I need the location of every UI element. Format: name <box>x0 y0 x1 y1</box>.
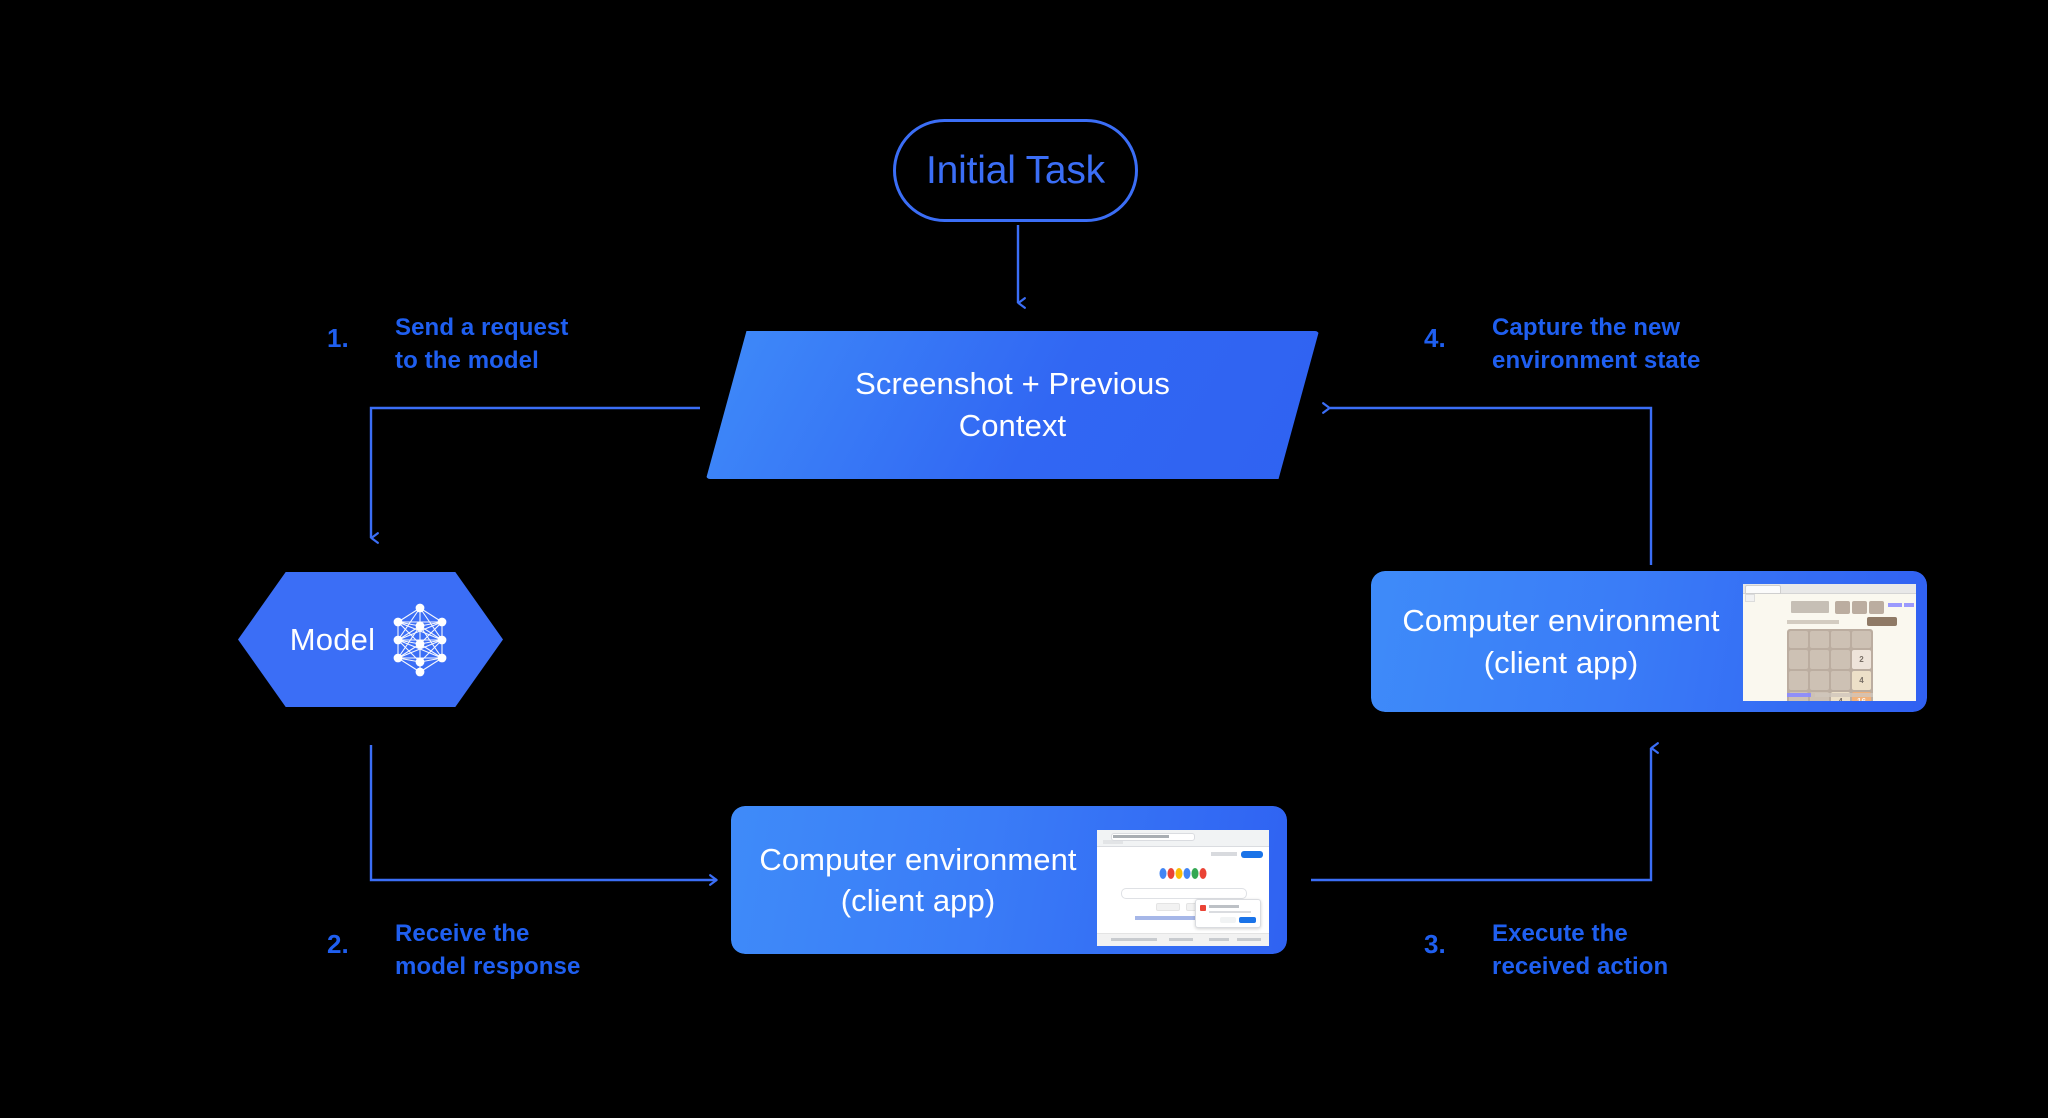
header-links <box>1211 852 1237 856</box>
step-2-number: 2. <box>327 929 349 959</box>
consent-popup <box>1195 899 1261 928</box>
browser-tab <box>1745 585 1781 594</box>
parallelogram-shape <box>706 331 1319 479</box>
step-4-label: 4. Capture the new environment state <box>1424 311 1764 385</box>
step-1-number: 1. <box>327 323 349 353</box>
model-node[interactable]: Model <box>238 572 503 707</box>
tile <box>1789 631 1808 648</box>
arrow-model-to-client-app <box>369 745 718 886</box>
header-link-2 <box>1904 603 1914 607</box>
tile <box>1789 650 1808 669</box>
model-label: Model <box>289 621 376 657</box>
arrow-client-app-to-environment <box>1311 742 1659 882</box>
popup-title <box>1209 905 1239 908</box>
env-bottom-line2: (client app) <box>840 883 996 918</box>
tile <box>1831 631 1850 648</box>
score-box-3 <box>1869 601 1884 614</box>
tile <box>1831 650 1850 669</box>
tile <box>1789 671 1808 690</box>
env-right-text: Computer environment (client app) <box>1381 571 1741 712</box>
google-logo <box>1159 868 1207 879</box>
browser-tab <box>1103 840 1123 844</box>
popup-icon <box>1200 905 1206 911</box>
screenshot-context-line1: Screenshot + Previous <box>855 366 1170 402</box>
env-bottom-line1: Computer environment <box>759 841 1077 877</box>
screenshot-context-text: Screenshot + Previous Context <box>706 331 1319 479</box>
promo-link <box>1134 916 1232 920</box>
step-1-label: 1. Send a request to the model <box>327 311 657 385</box>
step-2-label: 2. Receive the model response <box>327 917 657 991</box>
tile: 4 <box>1852 671 1871 690</box>
browser-chrome-bar <box>1743 584 1916 594</box>
step-3-number: 3. <box>1424 929 1446 959</box>
footer-text <box>1815 693 1873 697</box>
tile <box>1852 631 1871 648</box>
step-3-text: Execute the received action <box>1492 920 1669 981</box>
env-right-line2: (client app) <box>1483 644 1639 680</box>
popup-body <box>1209 911 1251 913</box>
popup-secondary-button <box>1220 917 1236 923</box>
env-bottom-text: Computer environment (client app) <box>739 806 1097 954</box>
how-to-play-link <box>1888 603 1902 607</box>
step-4-number: 4. <box>1424 323 1446 353</box>
game-subtitle <box>1787 620 1839 624</box>
google-search-thumbnail <box>1097 830 1269 946</box>
screenshot-context-line2: Context <box>958 408 1067 443</box>
score-box <box>1835 601 1850 614</box>
env-right-line1: Computer environment <box>1402 603 1720 639</box>
tile <box>1810 650 1829 669</box>
computer-environment-right-node[interactable]: Computer environment (client app) <box>1371 571 1927 712</box>
2048-game-thumbnail: 2 4 4 16 <box>1743 584 1916 701</box>
tile: 2 <box>1852 650 1871 669</box>
sign-in-button <box>1241 851 1263 858</box>
model-content: Model <box>238 572 503 707</box>
popup-primary-button <box>1239 917 1256 923</box>
page-footer <box>1097 933 1269 946</box>
new-game-button <box>1867 617 1897 626</box>
game-title <box>1791 601 1829 613</box>
arrow-environment-to-context <box>1322 402 1653 565</box>
step-3-label: 3. Execute the received action <box>1424 917 1754 991</box>
initial-task-node[interactable]: Initial Task <box>893 119 1138 222</box>
tile <box>1831 671 1850 690</box>
tile <box>1810 631 1829 648</box>
initial-task-label: Initial Task <box>926 148 1105 192</box>
screenshot-context-node[interactable]: Screenshot + Previous Context <box>706 331 1319 479</box>
neural-network-icon <box>393 603 447 676</box>
computer-environment-bottom-node[interactable]: Computer environment (client app) <box>731 806 1287 954</box>
arrow-context-to-model <box>369 406 700 544</box>
tile <box>1810 671 1829 690</box>
footer-link <box>1787 693 1811 697</box>
step-2-text: Receive the model response <box>395 920 581 981</box>
address-bar <box>1745 594 1755 602</box>
game-board: 2 4 4 16 <box>1787 629 1873 701</box>
hexagon-shape <box>238 572 503 707</box>
step-1-text: Send a request to the model <box>395 314 569 375</box>
best-score-box <box>1852 601 1867 614</box>
search-input <box>1121 888 1247 899</box>
step-4-text: Capture the new environment state <box>1492 314 1701 375</box>
address-bar-text <box>1113 834 1169 838</box>
